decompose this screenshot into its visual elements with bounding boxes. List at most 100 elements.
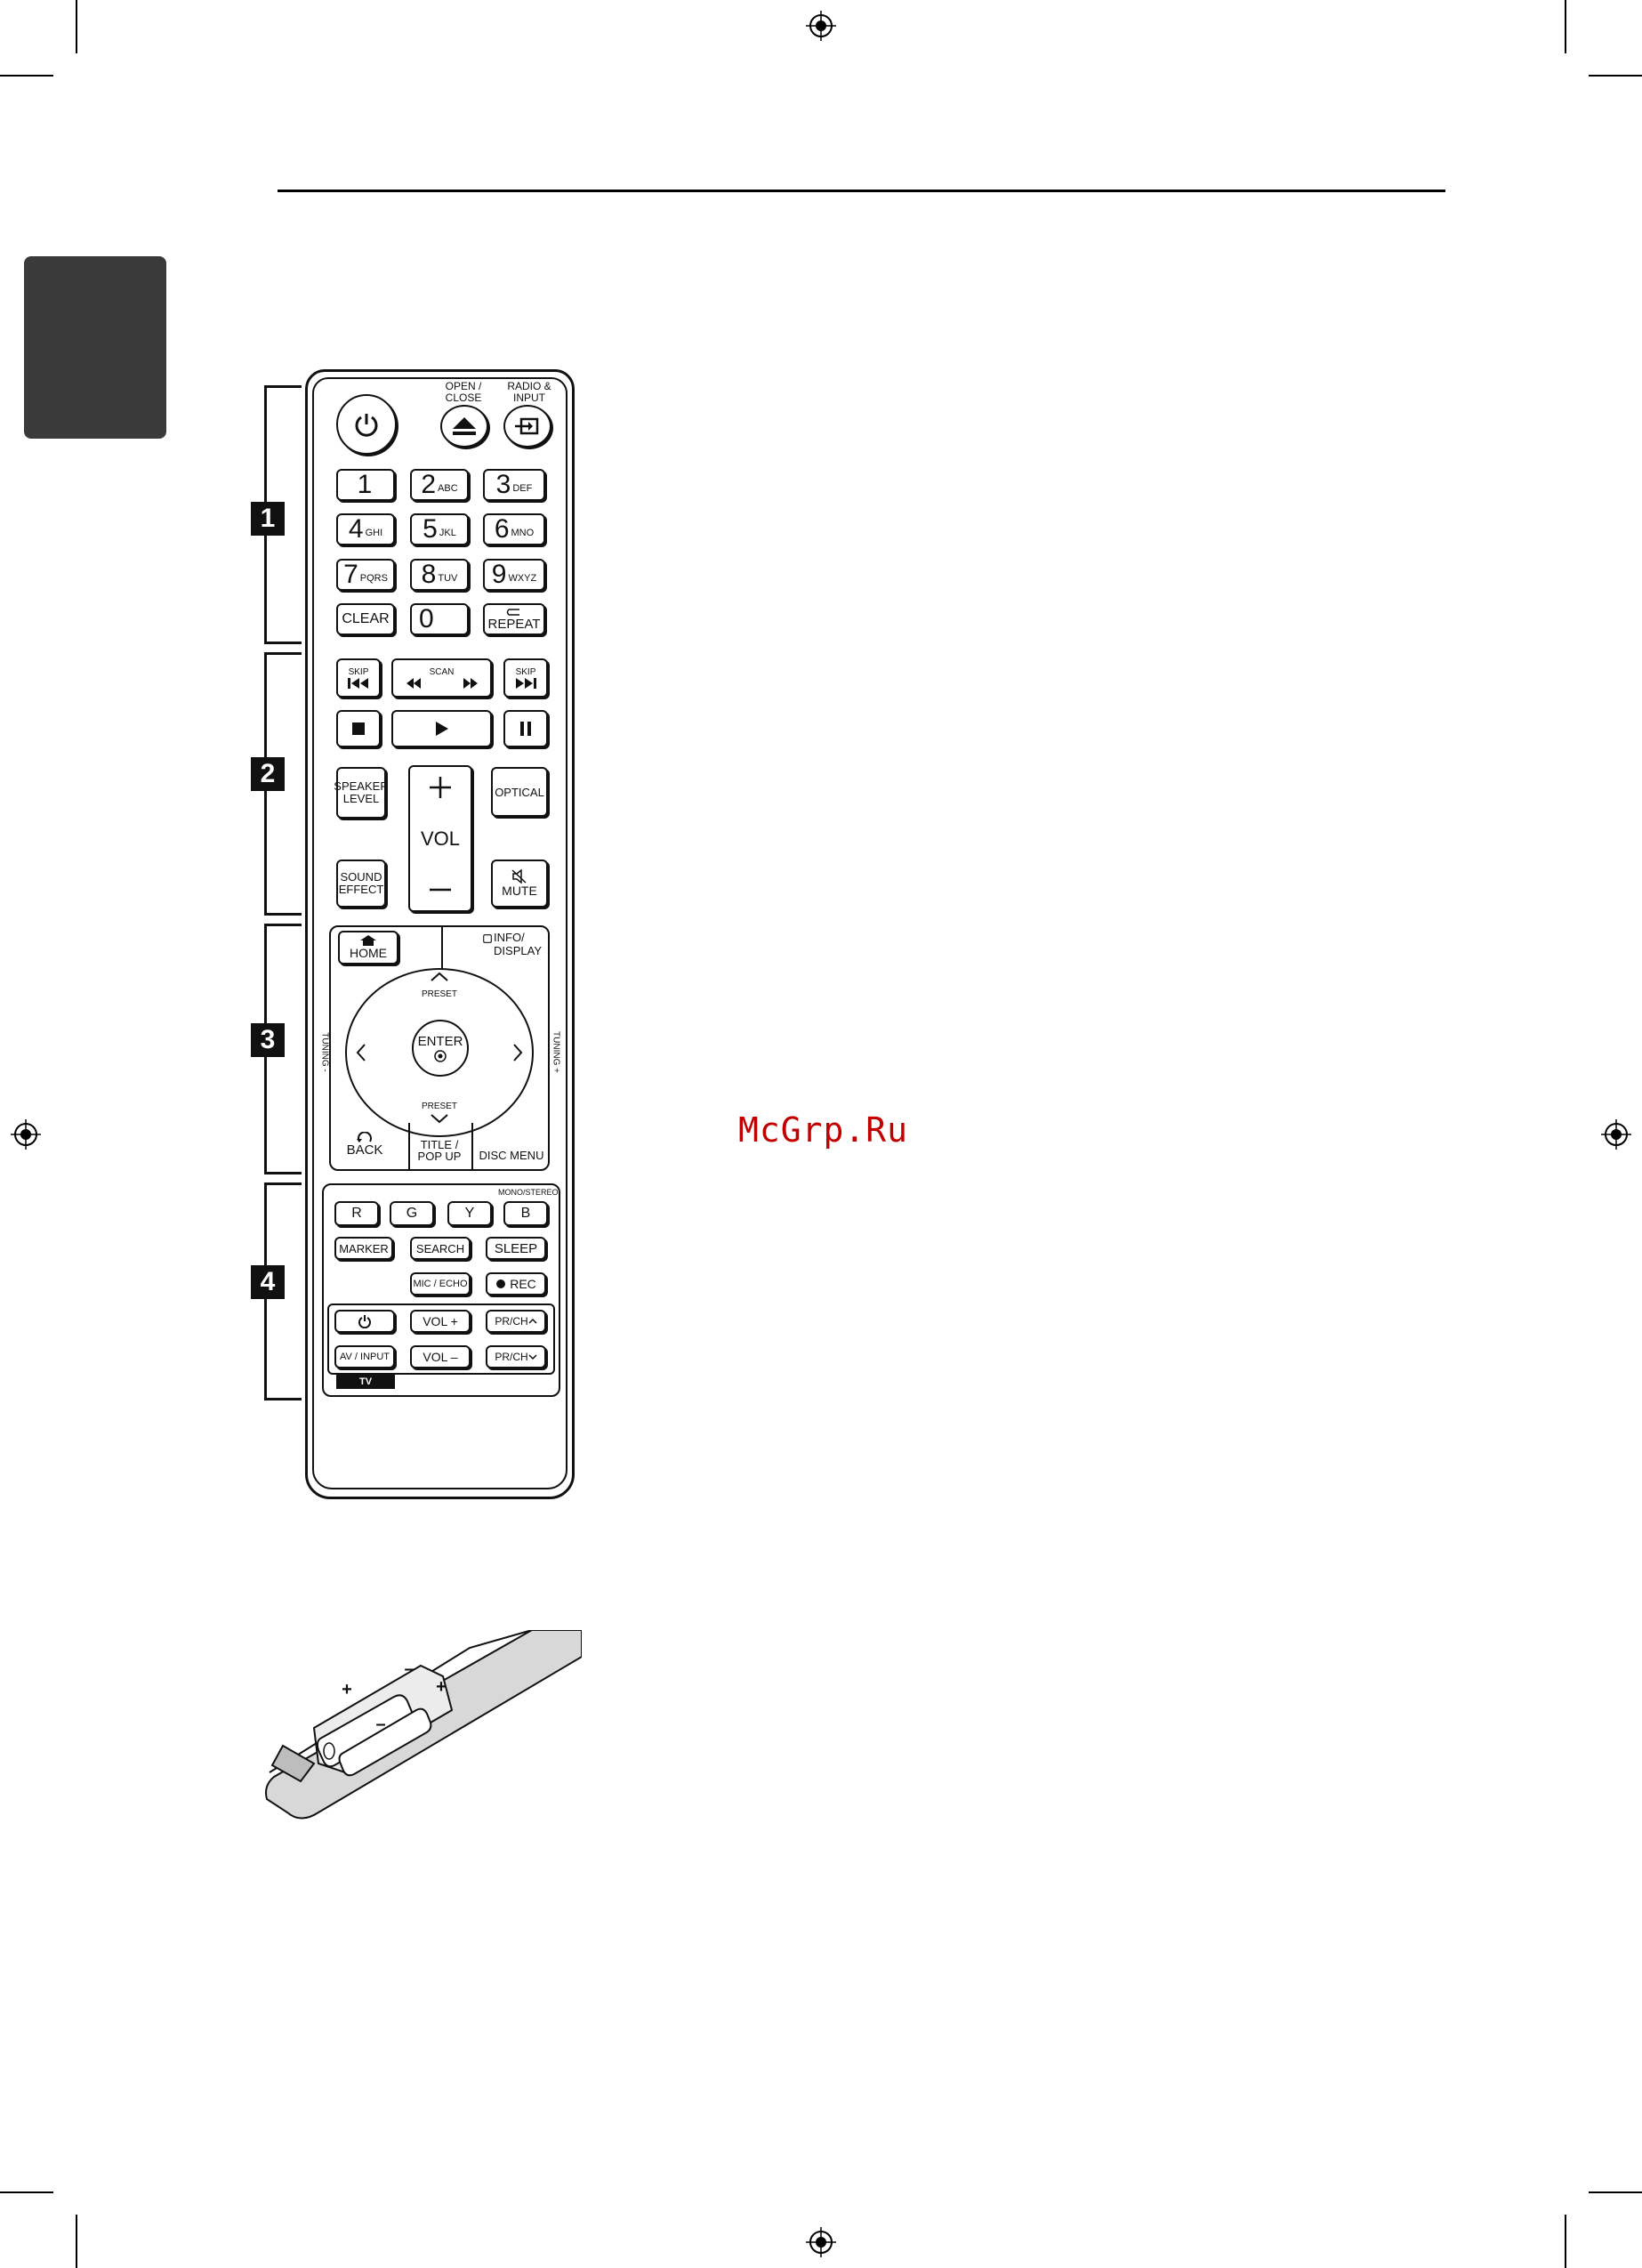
mono-stereo-label: MONO/STEREO xyxy=(498,1188,559,1197)
chevron-up-icon xyxy=(528,1318,537,1324)
header-rule xyxy=(278,190,1445,192)
pause-button[interactable] xyxy=(503,710,548,747)
mute-button[interactable]: MUTE xyxy=(491,860,548,908)
tv-vol-plus-button[interactable]: VOL + xyxy=(410,1310,471,1333)
tv-prch-down-button[interactable]: PR/CH xyxy=(486,1345,546,1368)
volume-rocker[interactable]: VOL xyxy=(408,765,472,912)
power-button[interactable] xyxy=(336,394,397,455)
disc-menu-button[interactable]: DISC MENU xyxy=(479,1149,544,1162)
tv-label-badge: TV xyxy=(336,1375,395,1389)
play-icon xyxy=(435,722,448,736)
home-icon xyxy=(360,935,376,946)
arrow-up-icon[interactable] xyxy=(430,972,449,982)
tv-av-input-button[interactable]: AV / INPUT xyxy=(334,1345,395,1368)
sound-effect-button[interactable]: SOUND EFFECT xyxy=(336,860,386,908)
skip-label: SKIP xyxy=(515,666,536,677)
arrow-down-icon[interactable] xyxy=(430,1113,449,1124)
prch-label: PR/CH xyxy=(495,1351,528,1363)
optical-button[interactable]: OPTICAL xyxy=(491,767,548,817)
skip-forward-icon xyxy=(516,677,536,689)
tv-power-button[interactable] xyxy=(334,1310,395,1333)
record-icon xyxy=(496,1279,506,1288)
rec-label: REC xyxy=(510,1277,536,1291)
blue-button[interactable]: B xyxy=(503,1201,548,1226)
info-display-button[interactable]: INFO/ DISPLAY xyxy=(483,931,542,963)
play-button[interactable] xyxy=(391,710,492,747)
vol-label: VOL xyxy=(420,827,461,850)
tv-prch-up-button[interactable]: PR/CH xyxy=(486,1310,546,1333)
preset-up-label: PRESET xyxy=(421,989,457,999)
section-number: 1 xyxy=(251,502,285,536)
nav-divider xyxy=(471,1123,473,1169)
power-icon xyxy=(355,414,378,437)
chapter-tab xyxy=(24,256,166,439)
section-number: 2 xyxy=(251,757,285,791)
enter-label: ENTER xyxy=(417,1033,463,1049)
enter-button[interactable]: ENTER xyxy=(412,1020,469,1077)
skip-back-icon xyxy=(348,677,368,689)
home-label: HOME xyxy=(350,946,387,960)
radio-input-label: RADIO & INPUT xyxy=(507,380,551,404)
function-panel xyxy=(322,1183,560,1397)
title-popup-button[interactable]: TITLE / POP UP xyxy=(417,1138,462,1163)
back-icon xyxy=(357,1132,372,1142)
nav-divider xyxy=(441,927,443,972)
green-button[interactable]: G xyxy=(390,1201,434,1226)
watermark: McGrp.Ru xyxy=(738,1110,909,1150)
info-icon xyxy=(483,934,492,943)
number-button-1[interactable]: 1 xyxy=(336,469,395,501)
search-button[interactable]: SEARCH xyxy=(410,1237,471,1260)
arrow-left-icon[interactable] xyxy=(356,1043,366,1062)
crop-mark xyxy=(76,2215,77,2268)
red-button[interactable]: R xyxy=(334,1201,379,1226)
section-number: 3 xyxy=(251,1023,285,1057)
enter-dot-icon xyxy=(434,1049,447,1062)
clear-button[interactable]: CLEAR xyxy=(336,603,395,635)
radio-input-button[interactable] xyxy=(503,405,551,448)
marker-button[interactable]: MARKER xyxy=(334,1237,393,1260)
stop-icon xyxy=(352,722,365,735)
mute-icon xyxy=(511,869,527,884)
skip-back-button[interactable]: SKIP xyxy=(336,658,381,698)
crop-mark xyxy=(0,75,53,77)
tv-vol-minus-button[interactable]: VOL – xyxy=(410,1345,471,1368)
crop-mark xyxy=(1589,2191,1642,2193)
mic-echo-button[interactable]: MIC / ECHO xyxy=(410,1272,471,1295)
input-icon xyxy=(515,417,539,435)
number-button-0[interactable]: 0 xyxy=(410,603,469,635)
stop-button[interactable] xyxy=(336,710,381,747)
power-icon xyxy=(358,1315,371,1328)
back-button[interactable]: BACK xyxy=(338,1132,391,1166)
yellow-button[interactable]: Y xyxy=(447,1201,492,1226)
repeat-button[interactable]: REPEAT xyxy=(483,603,545,635)
registration-mark-icon xyxy=(11,1119,41,1150)
speaker-level-button[interactable]: SPEAKER LEVEL xyxy=(334,767,389,819)
crop-mark xyxy=(0,2191,53,2193)
pause-icon xyxy=(520,722,531,736)
scan-icon xyxy=(406,677,478,689)
prch-label: PR/CH xyxy=(495,1315,528,1328)
registration-mark-icon xyxy=(806,2227,836,2257)
sleep-button[interactable]: SLEEP xyxy=(486,1237,546,1260)
battery-plus-sign: + xyxy=(436,1677,447,1697)
arrow-right-icon[interactable] xyxy=(512,1043,523,1062)
scan-button[interactable]: SCAN xyxy=(391,658,492,698)
skip-forward-button[interactable]: SKIP xyxy=(503,658,548,698)
registration-mark-icon xyxy=(1601,1119,1631,1150)
tuning-plus-label: TUNING + xyxy=(551,1031,561,1073)
battery-minus-sign: – xyxy=(404,1659,415,1679)
tv-control-panel xyxy=(327,1303,555,1375)
home-button[interactable]: HOME xyxy=(338,931,398,965)
rec-button[interactable]: REC xyxy=(486,1272,546,1295)
remote-control-bezel xyxy=(312,377,567,1489)
eject-icon xyxy=(453,417,476,435)
open-close-button[interactable] xyxy=(440,405,488,448)
